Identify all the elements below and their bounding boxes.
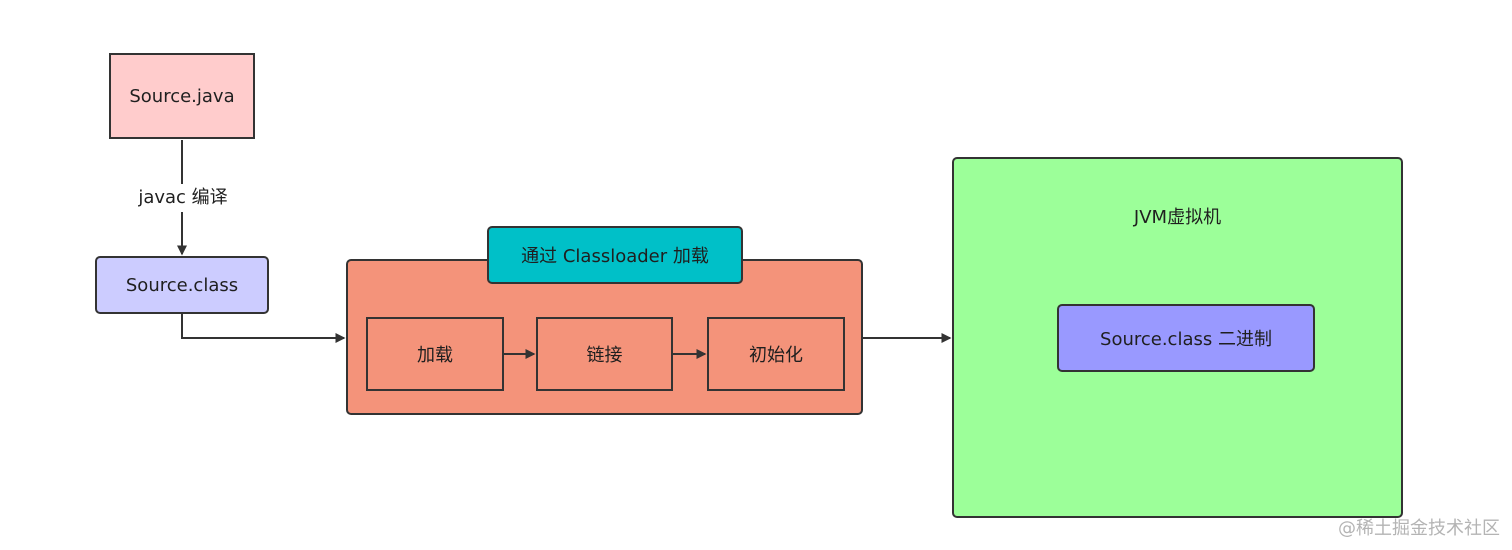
jvm-title: JVM虚拟机 bbox=[1133, 207, 1222, 228]
load-arrow bbox=[181, 314, 346, 343]
source-class-binary-label: Source.class 二进制 bbox=[1100, 329, 1272, 350]
source-class-binary-node: Source.class 二进制 bbox=[1057, 304, 1315, 372]
initialization-step-node: 初始化 bbox=[707, 317, 845, 391]
classloader-title-label: 通过 Classloader 加载 bbox=[521, 246, 709, 267]
linking-step-label: 链接 bbox=[586, 345, 623, 366]
classloader-title-node: 通过 Classloader 加载 bbox=[487, 226, 743, 284]
compile-edge-label: javac 编译 bbox=[125, 184, 241, 212]
initialization-step-label: 初始化 bbox=[749, 345, 803, 366]
source-class-label: Source.class bbox=[125, 274, 239, 296]
source-java-label: Source.java bbox=[129, 85, 235, 107]
watermark: @稀土掘金技术社区 bbox=[1338, 518, 1500, 539]
source-java-node: Source.java bbox=[109, 53, 255, 139]
loading-step-label: 加载 bbox=[417, 345, 453, 366]
loading-step-node: 加载 bbox=[366, 317, 504, 391]
linking-step-node: 链接 bbox=[536, 317, 673, 391]
source-class-node: Source.class bbox=[95, 256, 269, 314]
